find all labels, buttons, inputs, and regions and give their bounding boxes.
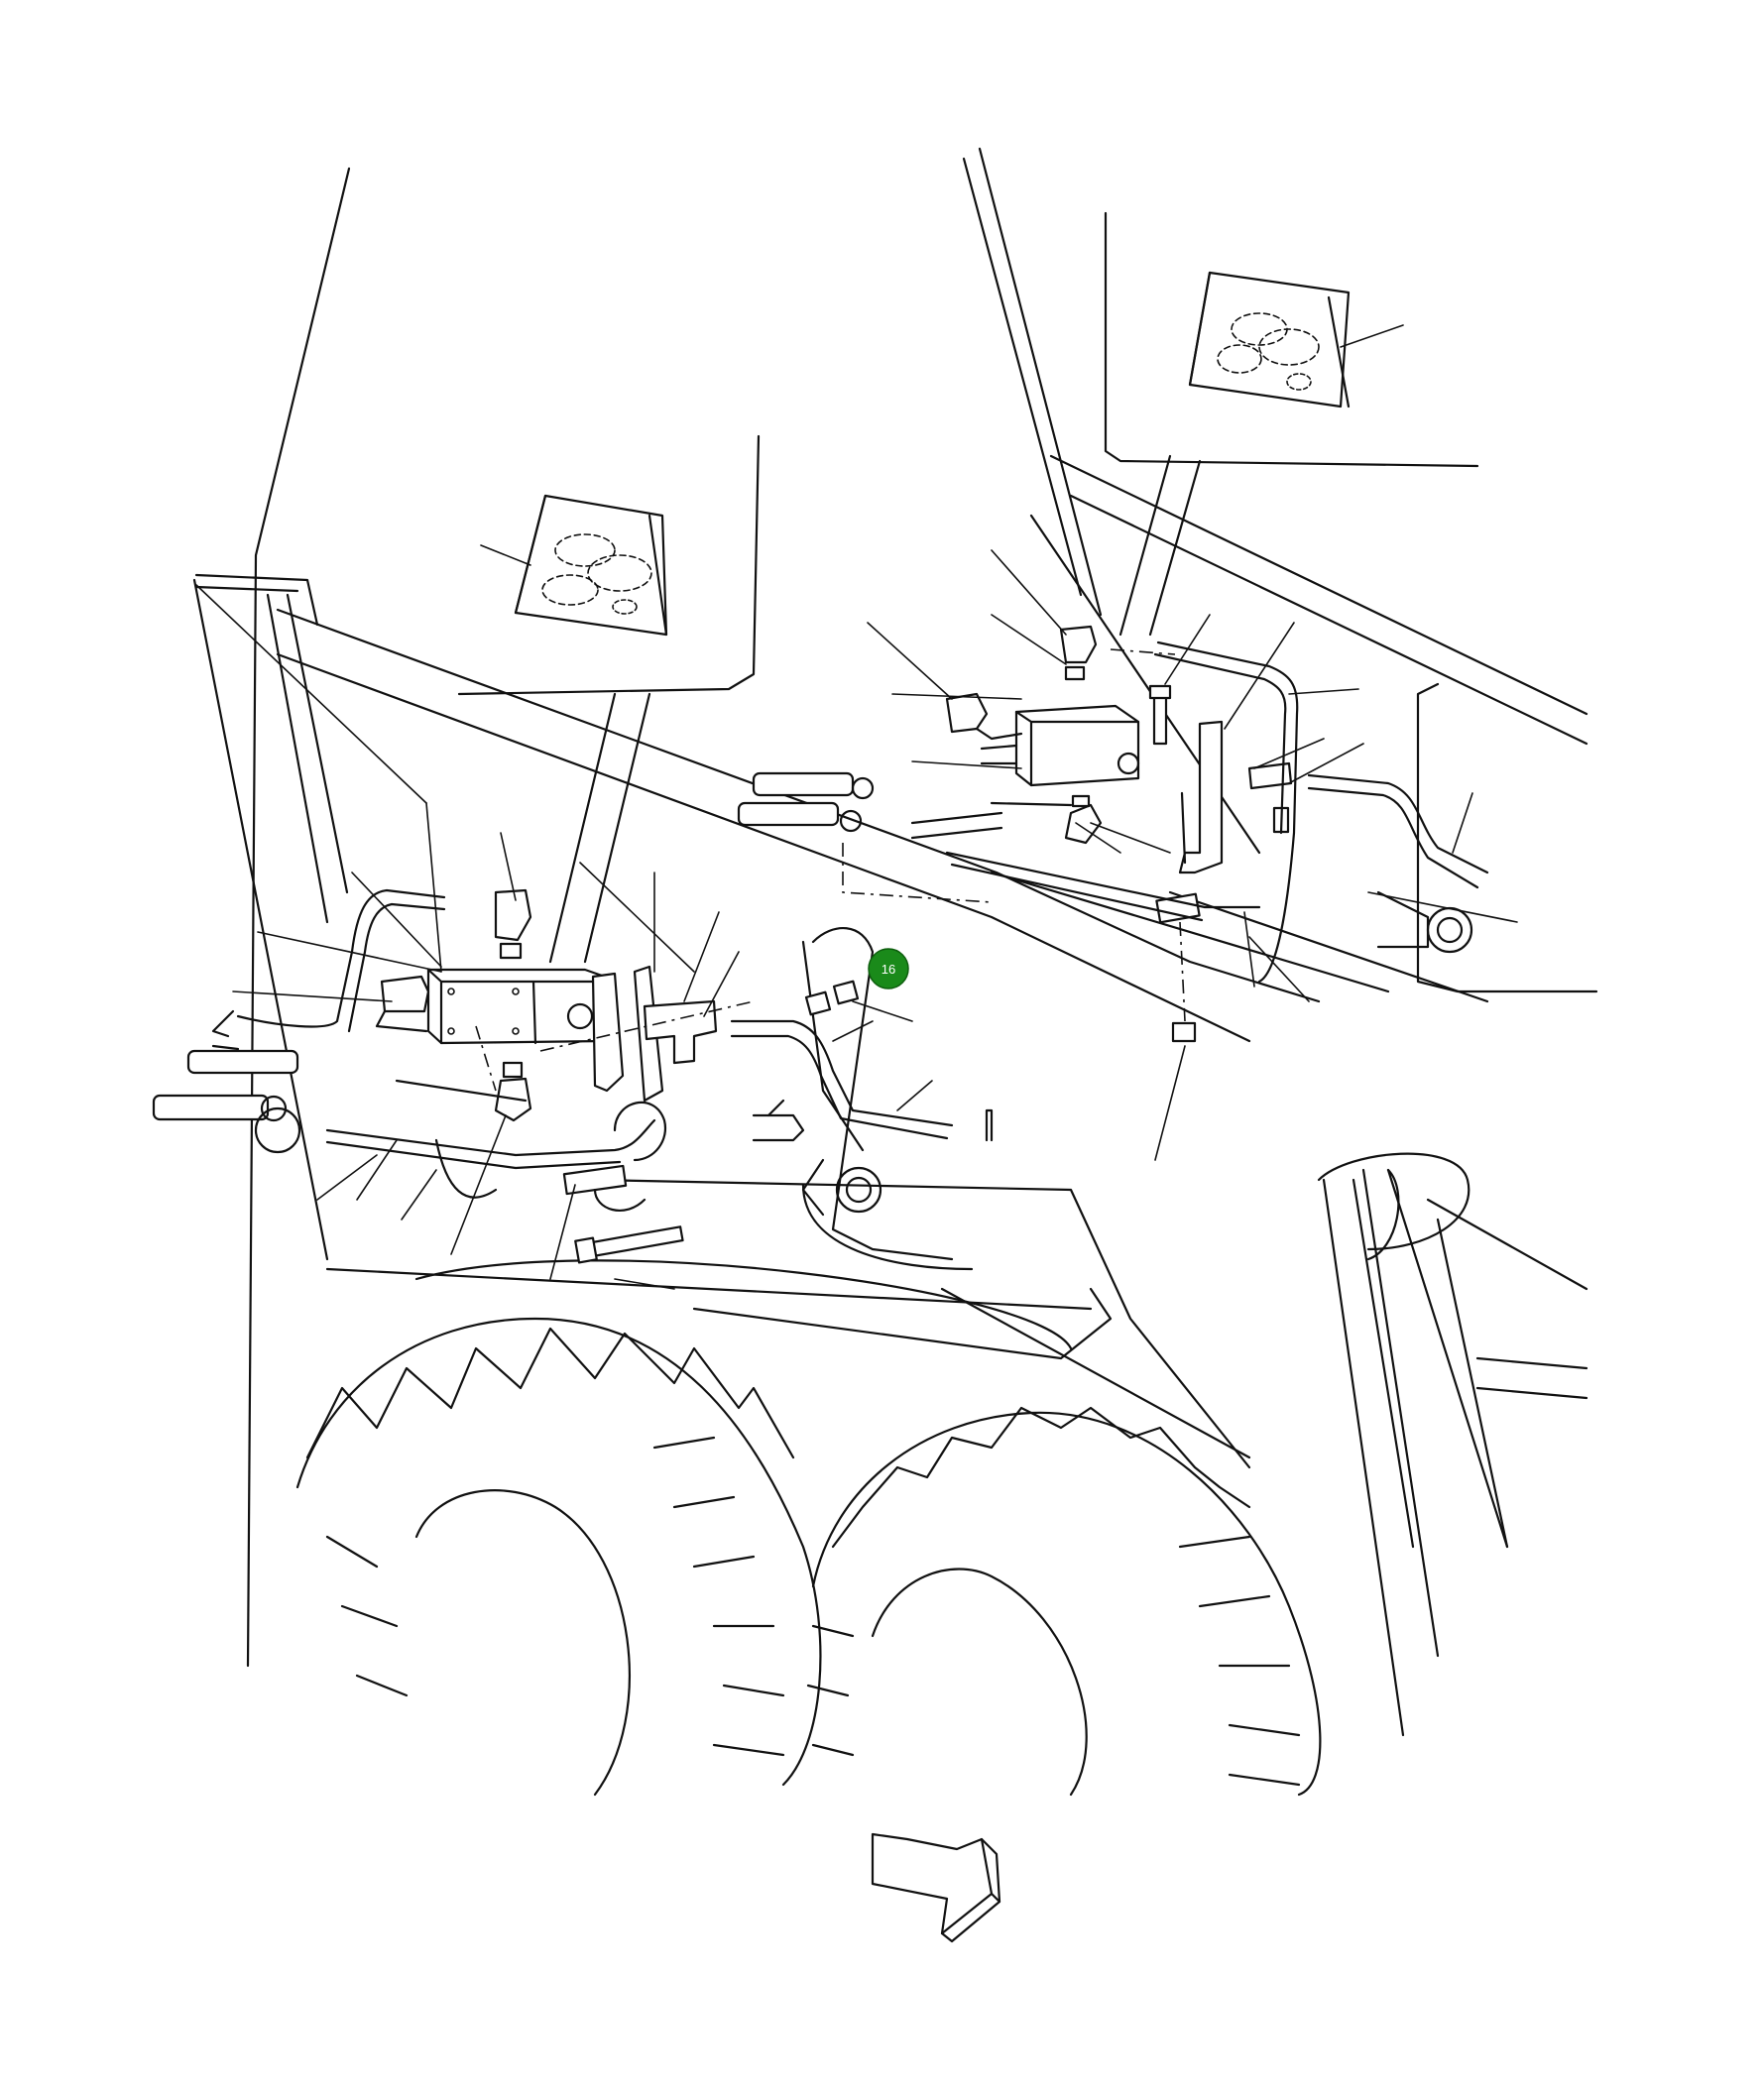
machine-body-outline <box>192 147 1598 1737</box>
direction-arrow-icon <box>871 1832 1001 1943</box>
callout-marker-16[interactable]: 16 <box>868 948 909 989</box>
valve-assembly-lower <box>152 434 994 1290</box>
callout-label: 16 <box>882 962 895 977</box>
rear-wheel <box>295 1317 822 1797</box>
front-wheel <box>806 1406 1322 1797</box>
valve-assembly-upper <box>737 211 1518 1161</box>
